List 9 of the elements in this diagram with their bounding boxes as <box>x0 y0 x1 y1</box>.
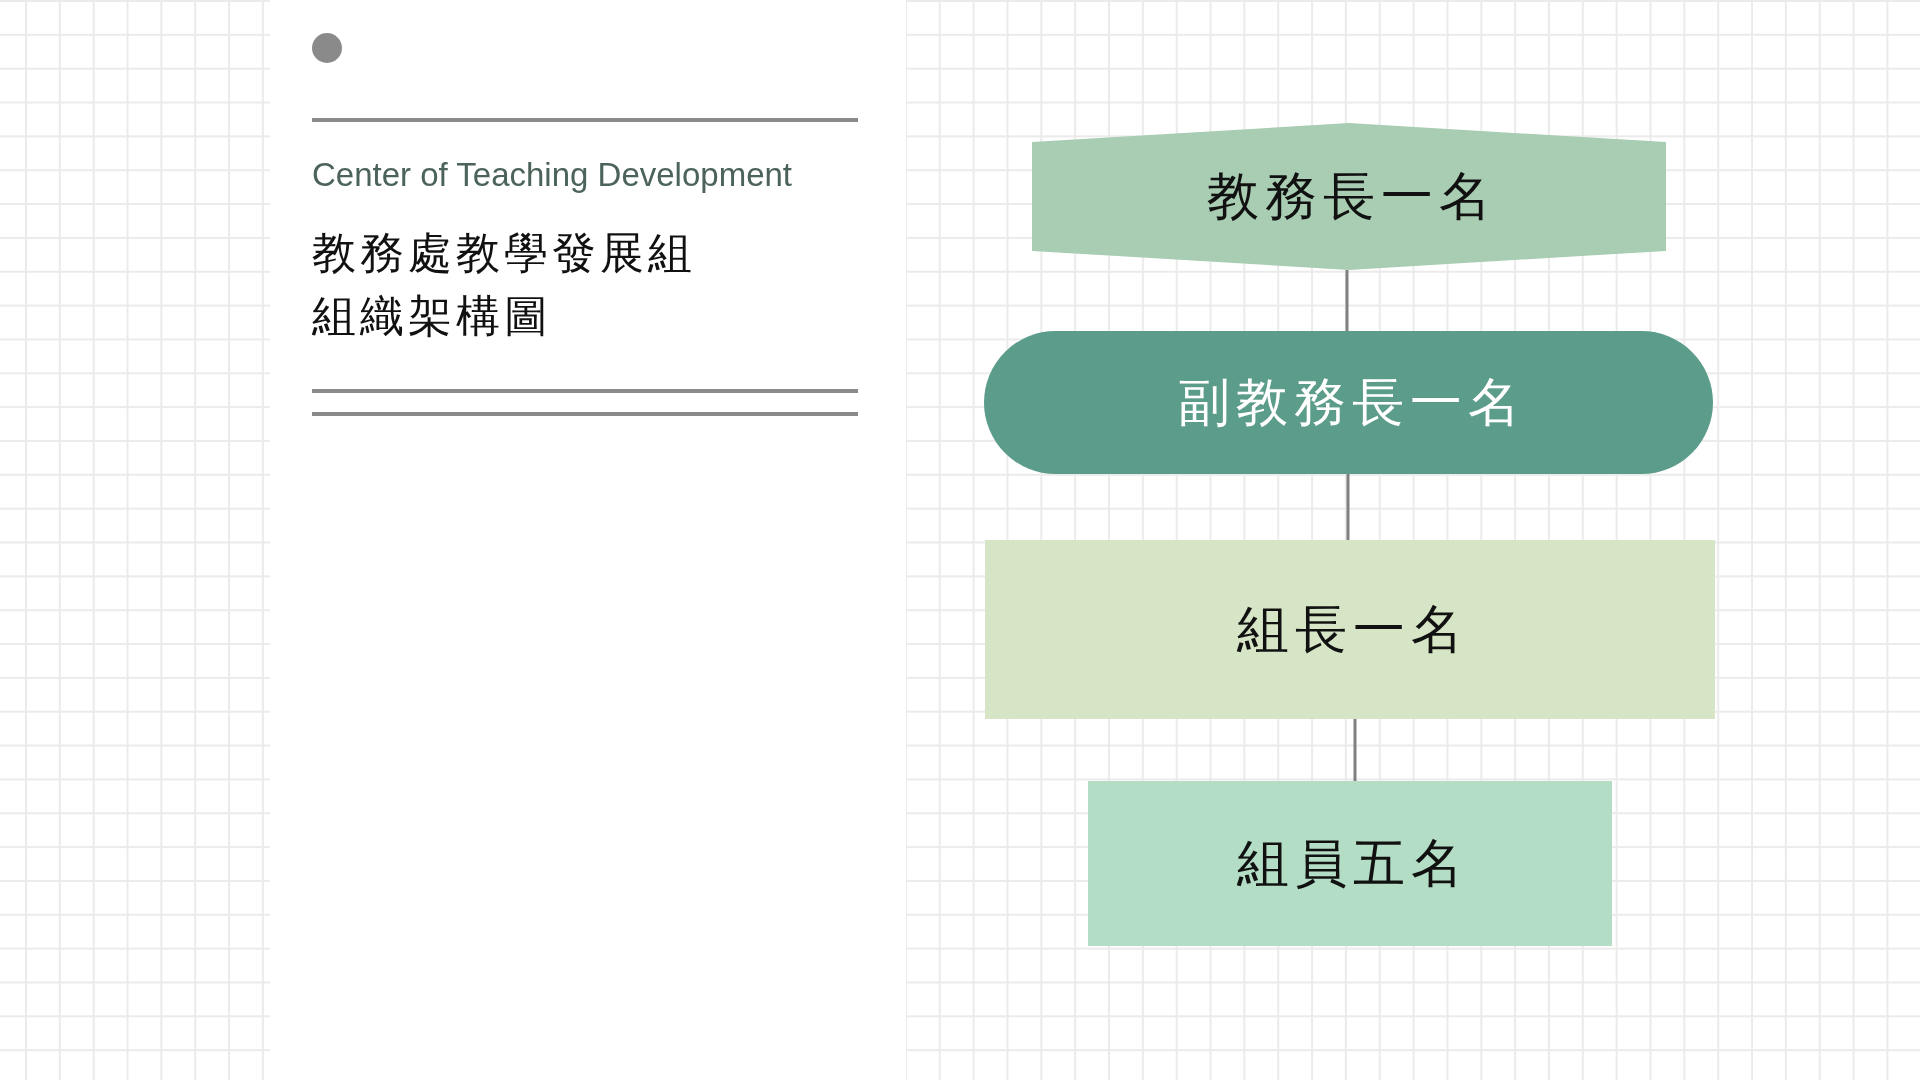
rectangle-box: 組員五名 <box>1088 781 1612 946</box>
rounded-box: 副教務長一名 <box>984 331 1713 474</box>
connector-line <box>1345 270 1349 331</box>
subtitle: Center of Teaching Development <box>312 158 792 191</box>
title: 教務處教學發展組組織架構圖 <box>312 226 697 343</box>
connector-line <box>1353 719 1357 781</box>
rectangle-box: 組長一名 <box>985 540 1715 719</box>
hexagon-box: 教務長一名 <box>1032 123 1666 270</box>
connector-line <box>1346 474 1350 540</box>
